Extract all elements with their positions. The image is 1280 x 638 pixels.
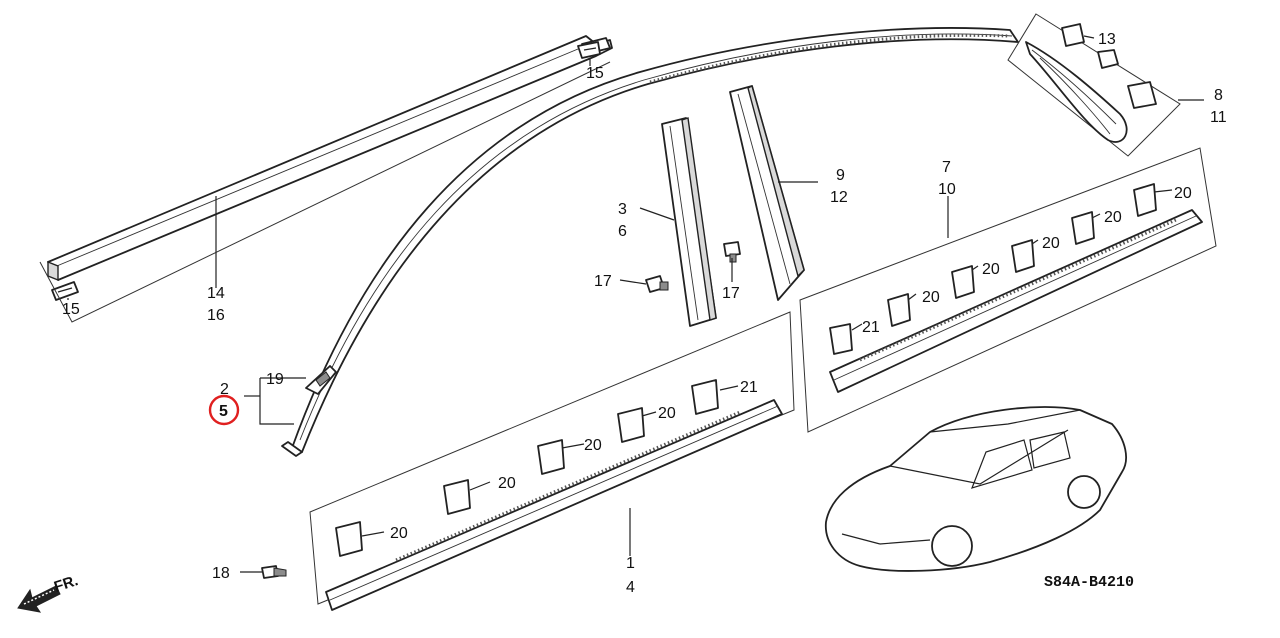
label-21-front: 21 bbox=[740, 379, 758, 396]
label-9: 9 bbox=[836, 167, 845, 184]
rear-side-sill-molding bbox=[829, 209, 1203, 393]
clip-13-c bbox=[1127, 81, 1157, 109]
label-20-r3: 20 bbox=[1042, 235, 1060, 252]
clip-15-left bbox=[51, 281, 79, 301]
label-11: 11 bbox=[1210, 109, 1227, 126]
callouts: 15 15 14 16 3 6 9 12 17 17 7 10 13 8 11 … bbox=[62, 31, 1227, 596]
label-20-f4: 20 bbox=[658, 405, 676, 422]
label-8: 8 bbox=[1214, 87, 1223, 104]
rear-trim-molding bbox=[1025, 41, 1128, 143]
front-side-sill-molding bbox=[325, 399, 783, 611]
label-15-top: 15 bbox=[586, 65, 604, 82]
clip-13-a bbox=[1061, 23, 1085, 47]
label-18: 18 bbox=[212, 565, 230, 582]
label-3: 3 bbox=[618, 201, 627, 218]
diagram-code: S84A-B4210 bbox=[1044, 574, 1134, 591]
car-illustration bbox=[825, 406, 1127, 572]
clip-17-left bbox=[645, 275, 669, 293]
label-7: 7 bbox=[942, 159, 951, 176]
label-17-right: 17 bbox=[722, 285, 740, 302]
end-cap-19 bbox=[305, 365, 337, 395]
label-20-f1: 20 bbox=[390, 525, 408, 542]
label-20-r4: 20 bbox=[1104, 209, 1122, 226]
sash-trim-9-12 bbox=[729, 84, 805, 301]
label-4: 4 bbox=[626, 579, 635, 596]
label-15-left: 15 bbox=[62, 301, 80, 318]
label-2: 2 bbox=[220, 381, 229, 398]
label-5: 5 bbox=[219, 403, 228, 420]
rear-clips bbox=[829, 183, 1157, 355]
front-clips bbox=[335, 379, 719, 557]
label-14: 14 bbox=[207, 285, 225, 302]
label-16: 16 bbox=[207, 307, 225, 324]
label-20-r2: 20 bbox=[982, 261, 1000, 278]
label-20-f3: 20 bbox=[584, 437, 602, 454]
sash-trim-3-6 bbox=[661, 117, 717, 327]
clip-17-right bbox=[723, 241, 741, 263]
label-20-f2: 20 bbox=[498, 475, 516, 492]
roof-side-molding bbox=[281, 27, 1019, 457]
leader-lines bbox=[67, 35, 1204, 573]
label-1: 1 bbox=[626, 555, 635, 572]
roof-drip-molding bbox=[47, 35, 613, 282]
label-17-left: 17 bbox=[594, 273, 612, 290]
label-13: 13 bbox=[1098, 31, 1116, 48]
label-20-r5: 20 bbox=[1174, 185, 1192, 202]
direction-label: FR. bbox=[52, 572, 80, 596]
highlight-circle bbox=[208, 394, 240, 426]
label-20-r1: 20 bbox=[922, 289, 940, 306]
label-19: 19 bbox=[266, 371, 284, 388]
label-21-rear: 21 bbox=[862, 319, 880, 336]
clip-13-b bbox=[1097, 49, 1119, 69]
label-10: 10 bbox=[938, 181, 956, 198]
front-direction-arrow bbox=[17, 585, 61, 613]
label-12: 12 bbox=[830, 189, 848, 206]
clip-15-top bbox=[577, 41, 601, 59]
label-6: 6 bbox=[618, 223, 627, 240]
screw-18 bbox=[261, 565, 287, 579]
